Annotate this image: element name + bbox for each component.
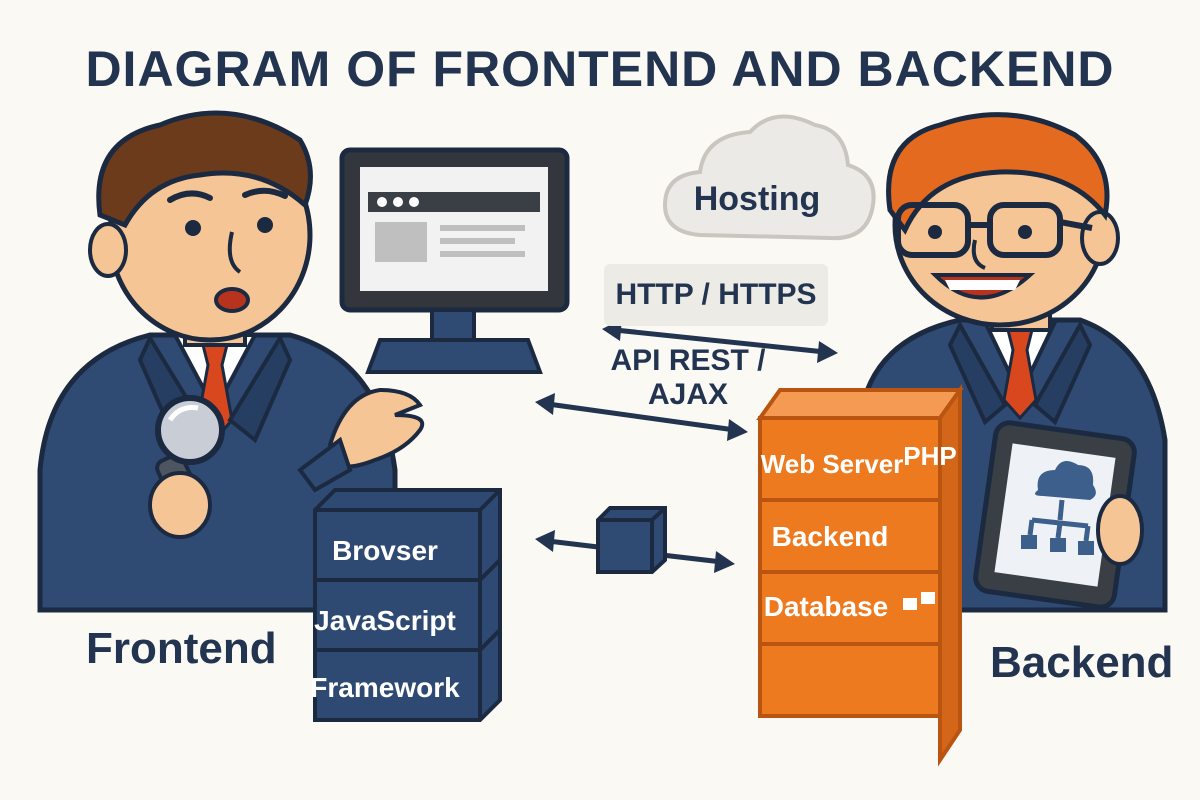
cloud-label: Hosting <box>694 180 821 218</box>
frontend-block-browser: Brovser <box>313 488 502 582</box>
backend-block-label: Web Server <box>761 449 904 479</box>
backend-block-base <box>758 642 942 718</box>
frontend-block-label: Brovser <box>332 535 438 566</box>
frontend-developer-figure <box>37 110 425 613</box>
frontend-stack: Brovser JavaScript Framework <box>310 488 502 722</box>
backend-stack: Web Server PHP Backend Database <box>756 383 964 767</box>
monitor-icon <box>339 147 570 374</box>
connector-cube-icon <box>596 506 667 574</box>
tablet-network-icon <box>973 420 1137 610</box>
cloud-icon: Hosting <box>662 114 876 241</box>
page-title: DIAGRAM OF FRONTEND AND BACKEND <box>85 41 1115 97</box>
backend-block-label: Database <box>764 591 889 622</box>
frontend-block-javascript: JavaScript <box>313 555 502 652</box>
backend-block-database: Database <box>758 570 942 646</box>
double-arrow-icon <box>535 393 748 441</box>
double-arrow-icon <box>535 530 735 573</box>
frontend-block-framework: Framework <box>310 625 502 722</box>
api-label-line: AJAX <box>647 378 729 411</box>
frontend-block-label: JavaScript <box>314 605 456 636</box>
backend-block-backend: Backend <box>758 498 942 574</box>
protocol-label: HTTP / HTTPS <box>604 264 828 326</box>
backend-php-label: PHP <box>903 441 956 471</box>
backend-label: Backend <box>990 638 1174 687</box>
frontend-block-label: Framework <box>310 672 460 703</box>
frontend-label: Frontend <box>86 624 277 673</box>
api-label-line: API REST / <box>610 344 766 377</box>
backend-block-web-server: Web Server PHP <box>758 416 957 502</box>
backend-block-label: Backend <box>772 521 889 552</box>
api-label: API REST / AJAX <box>600 344 776 412</box>
